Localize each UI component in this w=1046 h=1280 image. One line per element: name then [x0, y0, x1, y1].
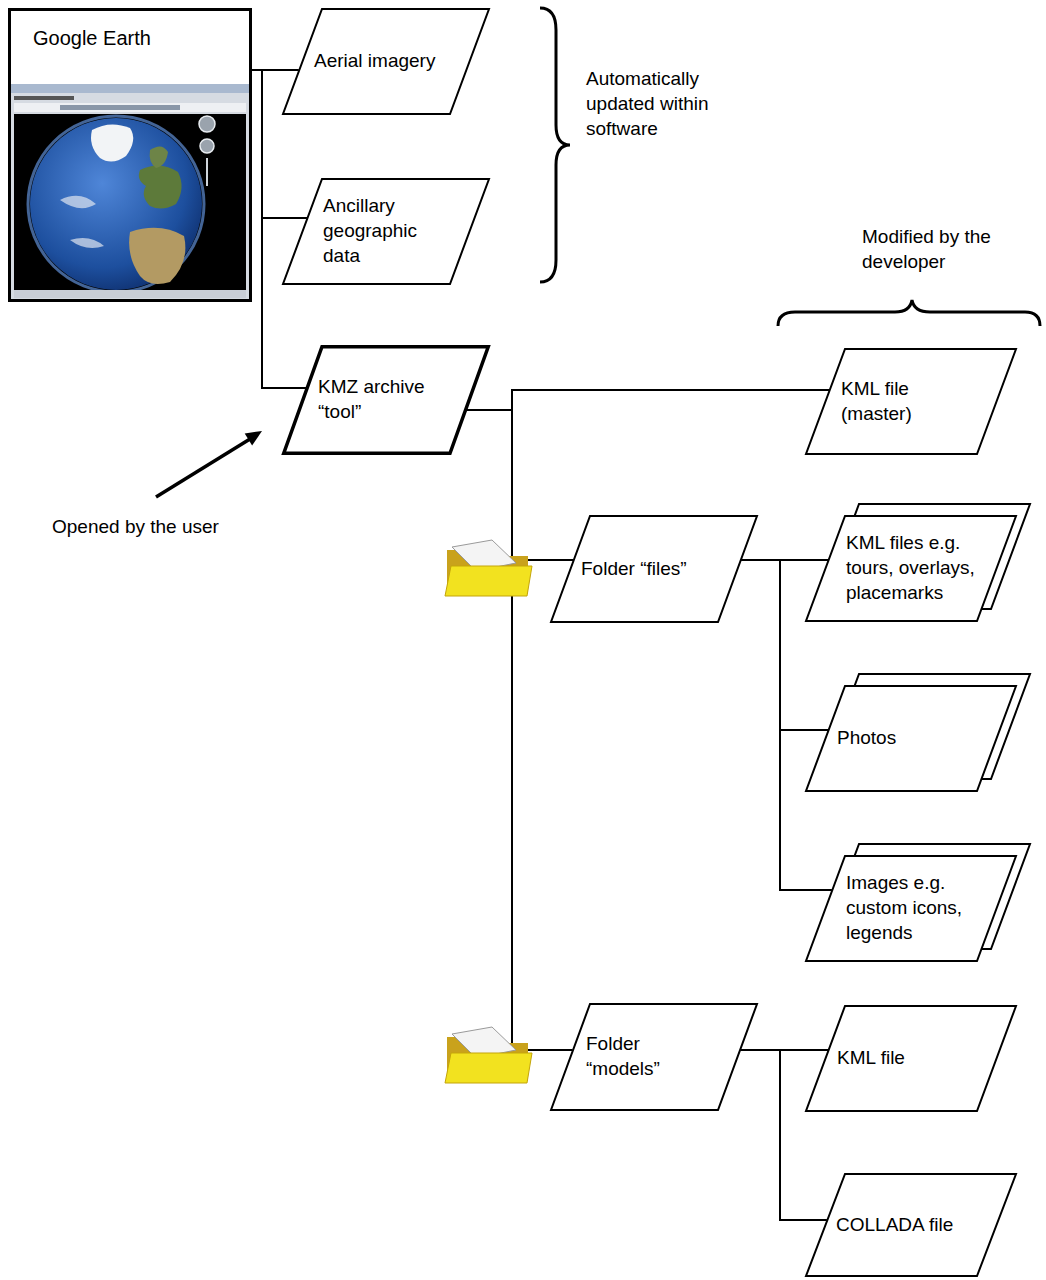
zoom-slider [206, 158, 208, 186]
folder-icon [445, 1027, 532, 1083]
view-area [14, 114, 246, 290]
parallelogram-outline [283, 9, 489, 114]
parallelogram-shape [282, 345, 490, 455]
parallelogram-outline [551, 516, 757, 622]
parallelogram-outline [806, 1174, 1016, 1276]
pointer-arrow-head [245, 431, 262, 445]
africa [129, 228, 185, 284]
clouds [60, 196, 104, 248]
box-text: KML file [837, 1045, 987, 1070]
box-text: Aerial imagery [314, 48, 464, 73]
parallelogram-box: Images e.g. custom icons, legends [805, 855, 1017, 962]
box-text: KML file (master) [841, 376, 931, 426]
window-frame [11, 84, 249, 299]
greenland [91, 124, 133, 161]
box-text: Ancillary geographic data [323, 193, 428, 268]
toolbar [14, 103, 246, 112]
box-text: COLLADA file [836, 1212, 986, 1237]
parallelogram-box: KML file [805, 1005, 1017, 1112]
folder-front [445, 566, 532, 596]
parallelogram-box: COLLADA file [805, 1173, 1017, 1277]
pointer-arrow-shaft [156, 439, 250, 497]
status-bar [14, 290, 246, 298]
label-holder: Modified by the developer [862, 224, 1022, 274]
box-text: Folder “files” [581, 556, 711, 581]
box-text: Folder “models” [586, 1031, 666, 1081]
curly-brace [540, 8, 570, 282]
parallelogram-shape [805, 1005, 1017, 1112]
folder-icon [445, 540, 532, 596]
menu-bar [14, 96, 74, 100]
box-text: Photos [837, 725, 987, 750]
parallelogram-outline [806, 686, 1016, 791]
nav-look [200, 139, 214, 153]
parallelogram-box: KMZ archive “tool” [282, 345, 490, 455]
parallelogram-box: Aerial imagery [282, 8, 490, 115]
google-earth-screenshot [11, 84, 249, 299]
folder-front [445, 1053, 532, 1083]
toolbar-icons [60, 105, 180, 110]
parallelogram-outline [283, 179, 489, 284]
parallelogram-box: KML files e.g. tours, overlays, placemar… [805, 515, 1017, 622]
tree-connector [741, 1050, 827, 1220]
app-window-box: Google Earth [8, 8, 252, 302]
parallelogram-outline [284, 347, 489, 454]
parallelogram-shape [550, 1003, 758, 1111]
europe [139, 165, 182, 208]
parallelogram-box: Ancillary geographic data [282, 178, 490, 285]
parallelogram-outline [551, 1004, 757, 1110]
annotation-label: Modified by the developer [862, 224, 1022, 274]
globe [30, 118, 202, 290]
curly-brace [778, 300, 1040, 326]
tree-connector [466, 410, 573, 560]
parallelogram-outline [806, 349, 1016, 454]
globe-glow [28, 116, 204, 292]
window-titlebar [11, 84, 249, 93]
box-text: KML files e.g. tours, overlays, placemar… [846, 530, 996, 605]
parallelogram-shape [805, 685, 1017, 792]
parallelogram-box: Folder “files” [550, 515, 758, 623]
parallelogram-outline [806, 516, 1016, 621]
annotation-label: Opened by the user [52, 514, 262, 539]
box-text: Images e.g. custom icons, legends [846, 870, 996, 945]
annotation-label: Automatically updated within software [586, 66, 731, 141]
parallelogram-outline [806, 856, 1016, 961]
window-title: Google Earth [33, 25, 233, 51]
box-text: KMZ archive “tool” [318, 374, 433, 424]
tree-connector [252, 70, 306, 388]
parallelogram-box: Photos [805, 685, 1017, 792]
tree-connector [466, 410, 572, 1050]
label-holder: Automatically updated within software [586, 66, 731, 141]
parallelogram-box: Folder “models” [550, 1003, 758, 1111]
parallelogram-outline [806, 1006, 1016, 1111]
tree-connector [741, 560, 828, 730]
scandinavia [150, 146, 168, 168]
parallelogram-shape [805, 348, 1017, 455]
tree-connector [466, 390, 829, 410]
nav-compass [199, 116, 215, 132]
label-holder: Opened by the user [52, 514, 262, 539]
parallelogram-box: KML file (master) [805, 348, 1017, 455]
